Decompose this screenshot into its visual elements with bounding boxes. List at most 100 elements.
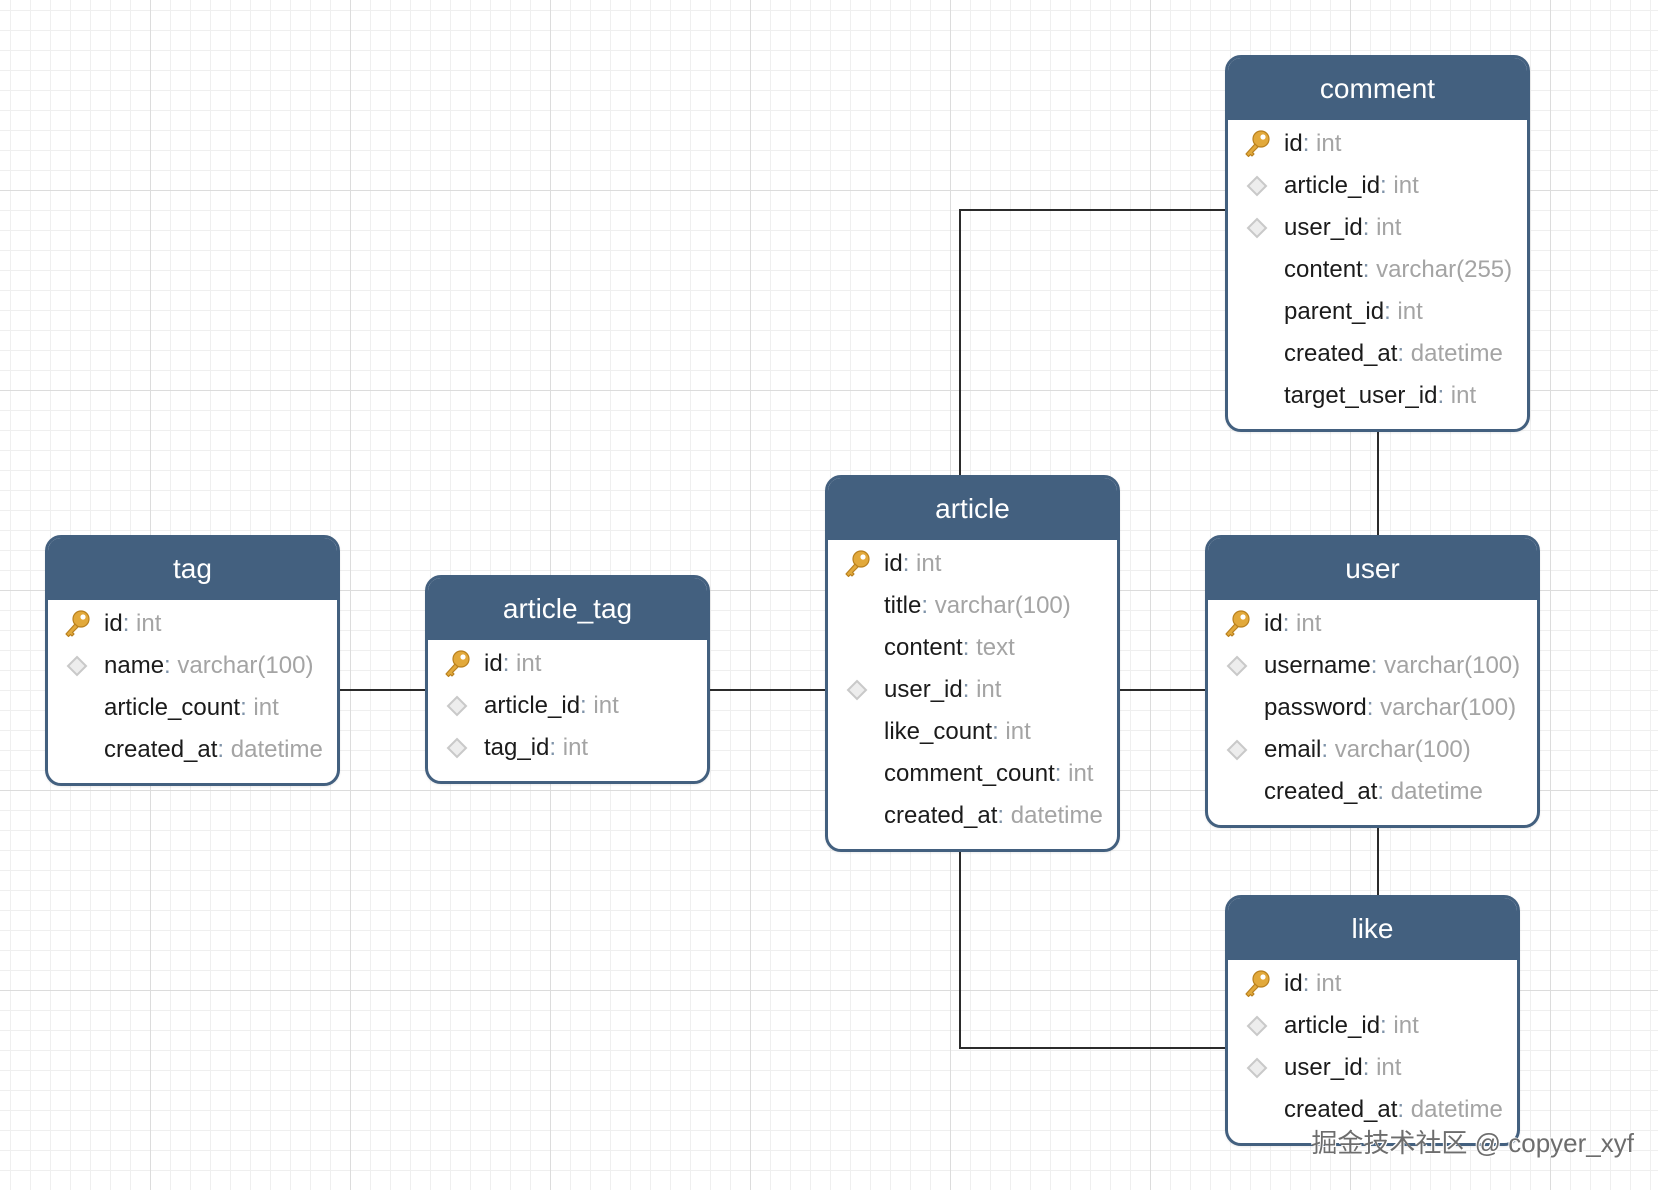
field-type: int bbox=[516, 650, 542, 677]
field-separator: : bbox=[1302, 970, 1317, 997]
field-type: datetime bbox=[1410, 1096, 1503, 1123]
field-row[interactable]: article_count: int bbox=[48, 687, 337, 729]
field-row[interactable]: target_user_id: int bbox=[1228, 375, 1527, 417]
field-row[interactable]: password: varchar(100) bbox=[1208, 687, 1537, 729]
field-type: int bbox=[1393, 172, 1419, 199]
index-diamond-icon bbox=[1242, 165, 1276, 207]
field-type: varchar(100) bbox=[1384, 652, 1521, 679]
field-separator: : bbox=[1397, 1096, 1411, 1123]
field-separator: : bbox=[1362, 214, 1377, 241]
field-row[interactable]: id: int bbox=[428, 643, 707, 685]
field-row[interactable]: created_at: datetime bbox=[1208, 771, 1537, 813]
field-row[interactable]: id: int bbox=[1208, 603, 1537, 645]
field-separator: : bbox=[1380, 1012, 1394, 1039]
field-separator: : bbox=[962, 634, 977, 661]
index-diamond-icon bbox=[1222, 729, 1256, 771]
field-row[interactable]: id: int bbox=[828, 543, 1117, 585]
field-name: created_at bbox=[884, 802, 998, 829]
field-type: datetime bbox=[1010, 802, 1103, 829]
field-row[interactable]: created_at: datetime bbox=[1228, 1089, 1517, 1131]
table-title[interactable]: like bbox=[1228, 898, 1517, 960]
field-type: varchar(100) bbox=[1334, 736, 1471, 763]
field-type: int bbox=[1316, 130, 1342, 157]
field-row[interactable]: like_count: int bbox=[828, 711, 1117, 753]
relationship-article-comment[interactable] bbox=[959, 209, 1225, 475]
field-row[interactable]: username: varchar(100) bbox=[1208, 645, 1537, 687]
field-name: id bbox=[484, 650, 503, 677]
field-separator: : bbox=[164, 652, 178, 679]
field-separator: : bbox=[902, 550, 917, 577]
primary-key-icon bbox=[1222, 603, 1256, 645]
field-row[interactable]: article_id: int bbox=[428, 685, 707, 727]
table-title[interactable]: tag bbox=[48, 538, 337, 600]
field-type: int bbox=[1450, 382, 1477, 409]
field-row[interactable]: article_id: int bbox=[1228, 165, 1527, 207]
field-separator: : bbox=[217, 736, 231, 763]
field-row[interactable]: id: int bbox=[48, 603, 337, 645]
field-row[interactable]: tag_id: int bbox=[428, 727, 707, 769]
primary-key-icon bbox=[842, 543, 876, 585]
field-row[interactable]: title: varchar(100) bbox=[828, 585, 1117, 627]
field-separator: : bbox=[1321, 736, 1335, 763]
field-name: created_at bbox=[1284, 340, 1398, 367]
field-name: tag_id bbox=[484, 734, 550, 761]
field-row[interactable]: user_id: int bbox=[1228, 1047, 1517, 1089]
field-type: datetime bbox=[1410, 340, 1503, 367]
field-row[interactable]: created_at: datetime bbox=[48, 729, 337, 771]
field-row[interactable]: email: varchar(100) bbox=[1208, 729, 1537, 771]
field-separator: : bbox=[1054, 760, 1069, 787]
field-separator: : bbox=[1380, 172, 1394, 199]
field-separator: : bbox=[921, 592, 935, 619]
field-name: username bbox=[1264, 652, 1371, 679]
field-row[interactable]: user_id: int bbox=[1228, 207, 1527, 249]
field-name: created_at bbox=[1264, 778, 1378, 805]
field-name: user_id bbox=[884, 676, 963, 703]
field-row[interactable]: created_at: datetime bbox=[828, 795, 1117, 837]
field-row[interactable]: user_id: int bbox=[828, 669, 1117, 711]
field-row[interactable]: id: int bbox=[1228, 123, 1527, 165]
field-row[interactable]: id: int bbox=[1228, 963, 1517, 1005]
field-name: article_id bbox=[1284, 1012, 1381, 1039]
field-type: int bbox=[136, 610, 162, 637]
table-title[interactable]: article_tag bbox=[428, 578, 707, 640]
field-separator: : bbox=[1366, 694, 1381, 721]
field-type: int bbox=[1296, 610, 1322, 637]
table-title[interactable]: article bbox=[828, 478, 1117, 540]
field-type: varchar(255) bbox=[1376, 256, 1513, 283]
field-type: int bbox=[1393, 1012, 1419, 1039]
table-title[interactable]: user bbox=[1208, 538, 1537, 600]
relationship-article-like[interactable] bbox=[959, 852, 1225, 1049]
field-name: created_at bbox=[1284, 1096, 1398, 1123]
field-name: id bbox=[1284, 130, 1303, 157]
table-title[interactable]: comment bbox=[1228, 58, 1527, 120]
field-row[interactable]: created_at: datetime bbox=[1228, 333, 1527, 375]
field-name: id bbox=[1264, 610, 1283, 637]
primary-key-icon bbox=[442, 643, 476, 685]
field-row[interactable]: content: text bbox=[828, 627, 1117, 669]
field-row[interactable]: comment_count: int bbox=[828, 753, 1117, 795]
primary-key-icon bbox=[1242, 123, 1276, 165]
field-name: article_id bbox=[484, 692, 581, 719]
field-separator: : bbox=[1397, 340, 1411, 367]
field-type: int bbox=[1376, 214, 1402, 241]
field-name: article_count bbox=[104, 694, 241, 721]
field-name: email bbox=[1264, 736, 1322, 763]
field-separator: : bbox=[549, 734, 563, 761]
field-row[interactable]: article_id: int bbox=[1228, 1005, 1517, 1047]
index-diamond-icon bbox=[1222, 645, 1256, 687]
field-row[interactable]: parent_id: int bbox=[1228, 291, 1527, 333]
field-separator: : bbox=[962, 676, 977, 703]
field-row[interactable]: name: varchar(100) bbox=[48, 645, 337, 687]
field-row[interactable]: content: varchar(255) bbox=[1228, 249, 1527, 291]
field-type: varchar(100) bbox=[177, 652, 314, 679]
